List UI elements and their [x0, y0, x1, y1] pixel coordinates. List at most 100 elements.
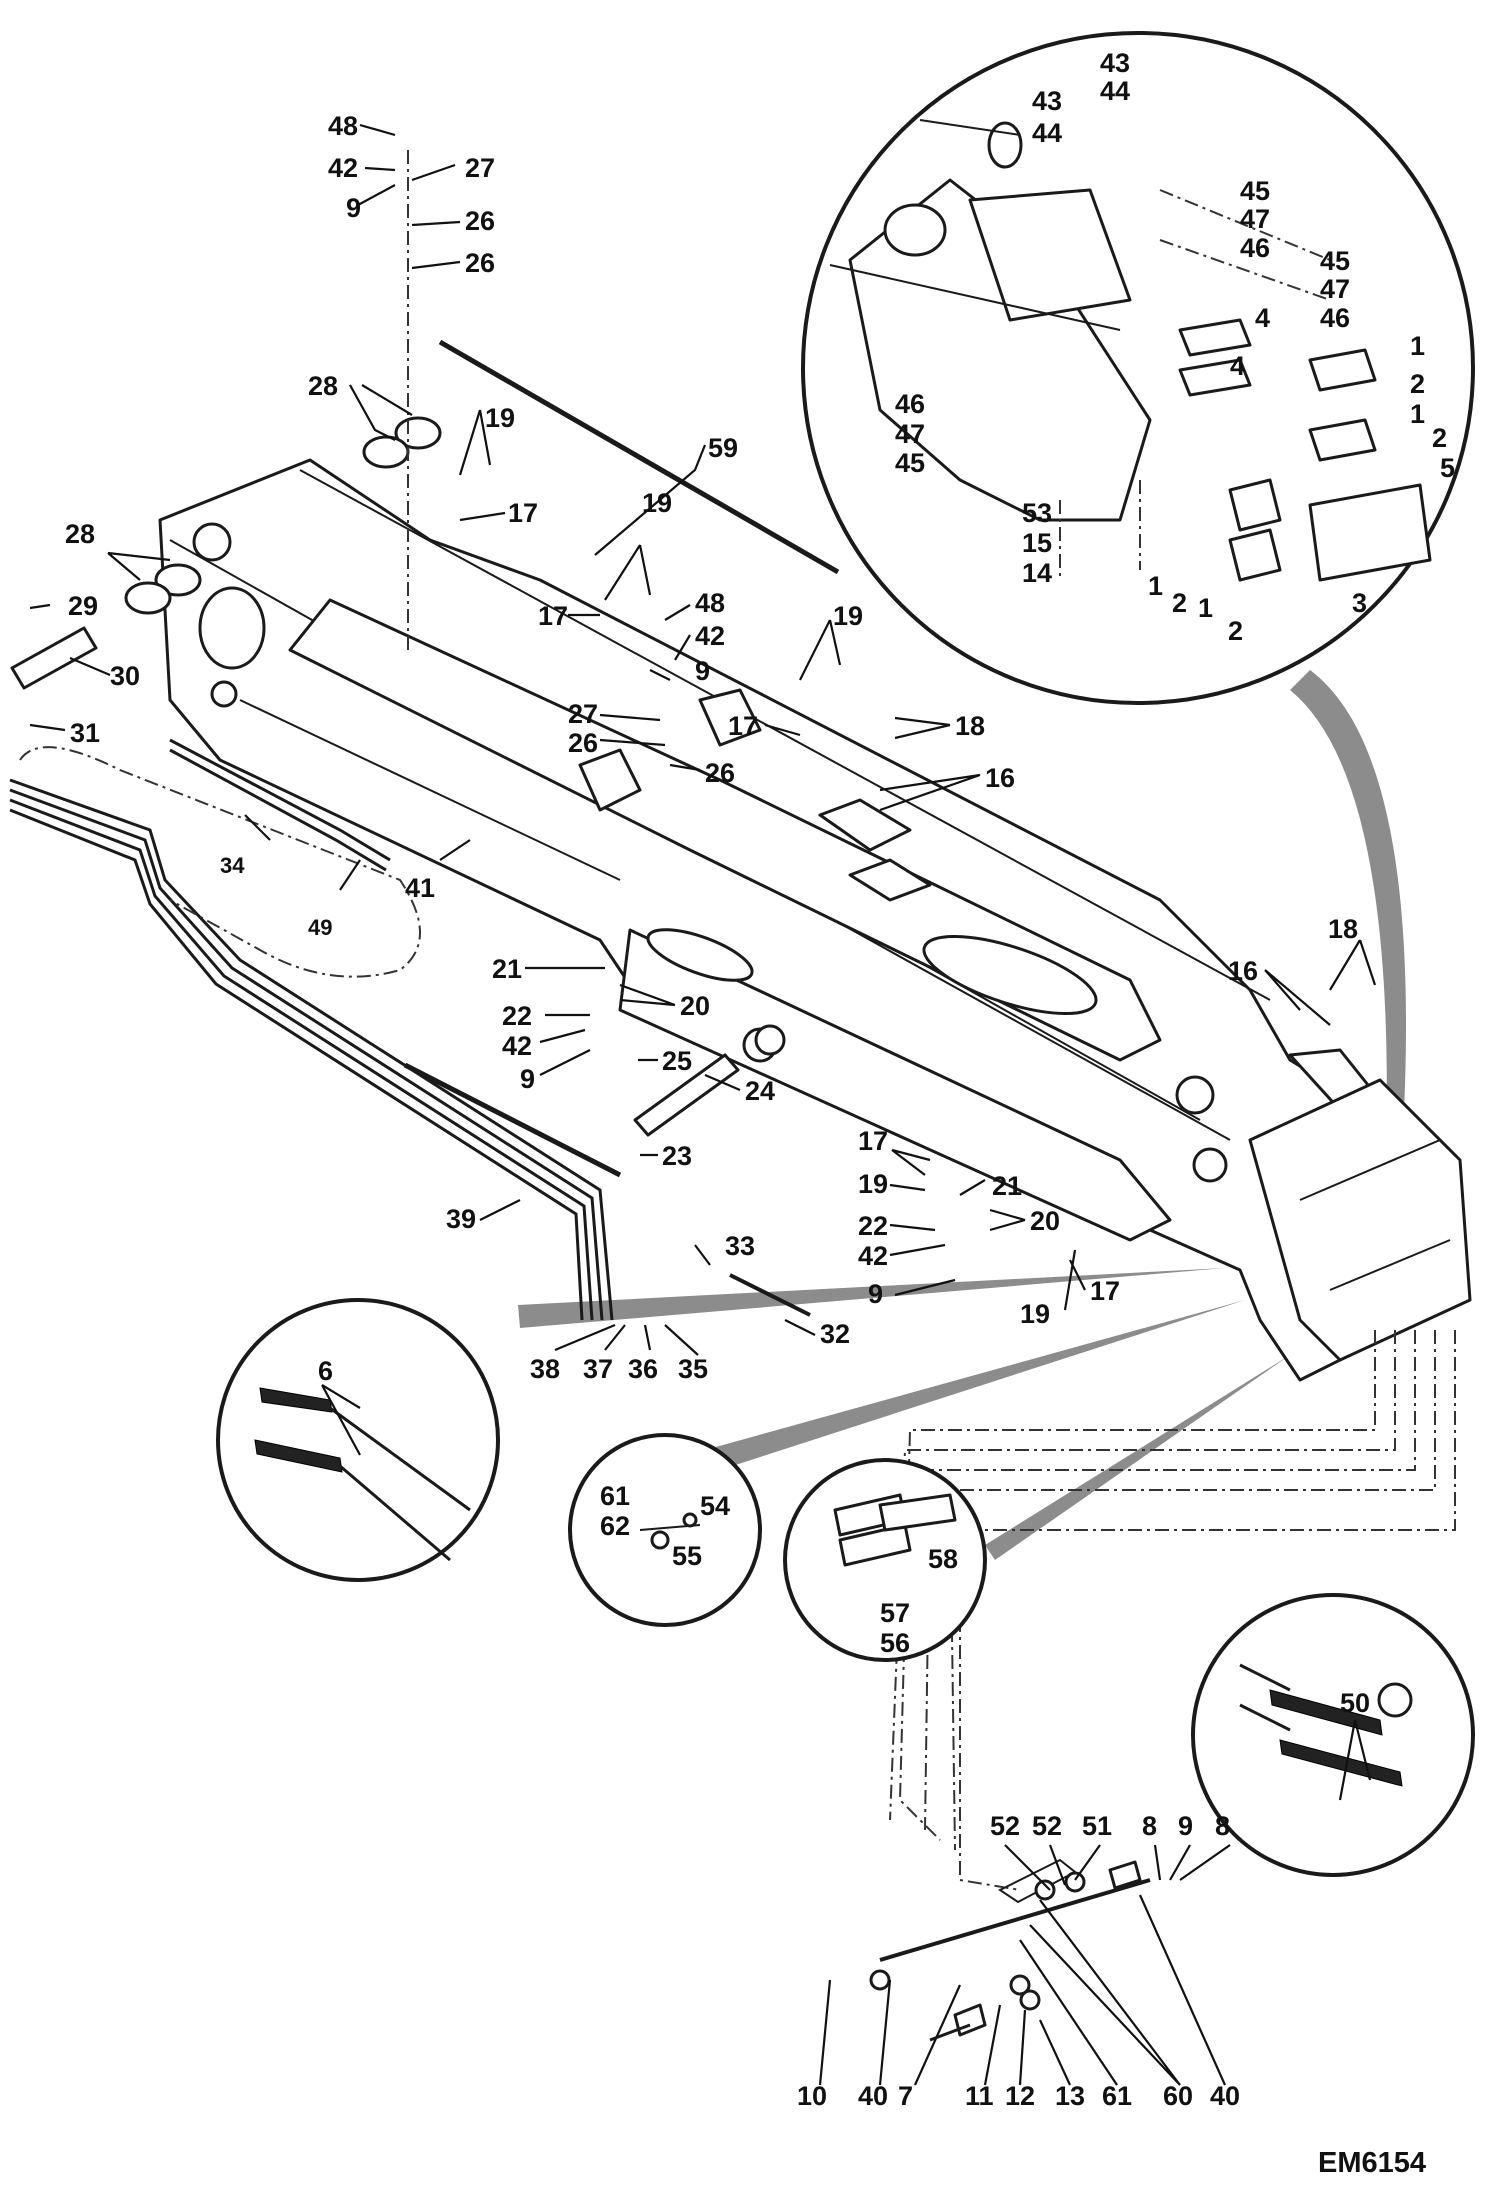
callout-label: 2 — [1432, 423, 1447, 453]
callout-label: 19 — [485, 403, 515, 433]
callout-label: 4 — [1230, 351, 1245, 381]
callout-label: 45 — [895, 448, 925, 478]
callout-label: 61 — [600, 1481, 630, 1511]
callout-label: 51 — [1082, 1811, 1112, 1841]
detail-connectors — [518, 670, 1406, 1560]
callout-label: 37 — [583, 1354, 613, 1384]
callout-label: 45 — [1240, 176, 1270, 206]
callout-label: 9 — [695, 656, 710, 686]
callout-label: 22 — [502, 1001, 532, 1031]
callouts-detail-lower: 6 61 54 62 55 58 57 56 50 — [318, 1356, 1370, 1718]
callout-label: 56 — [880, 1628, 910, 1658]
callout-label: 26 — [568, 728, 598, 758]
callout-label: 57 — [880, 1598, 910, 1628]
detail-circle-chains — [1191, 1593, 1475, 1877]
callout-label: 60 — [1163, 2081, 1193, 2111]
callout-label: 48 — [328, 111, 358, 141]
callout-label: 48 — [695, 588, 725, 618]
callout-label: 42 — [695, 621, 725, 651]
callout-label: 46 — [895, 389, 925, 419]
callout-label: 58 — [928, 1544, 958, 1574]
callout-label: 46 — [1320, 303, 1350, 333]
detail-circle-upper — [801, 31, 1475, 705]
callout-label: 33 — [725, 1231, 755, 1261]
callout-label: 26 — [705, 758, 735, 788]
callout-label: 18 — [955, 711, 985, 741]
detail-circle-hoses — [216, 1298, 500, 1582]
callout-label: 1 — [1410, 331, 1425, 361]
callout-label: 21 — [492, 954, 522, 984]
callout-label: 40 — [858, 2081, 888, 2111]
callout-label: 2 — [1410, 369, 1425, 399]
callout-label: 54 — [700, 1491, 730, 1521]
callout-label: 21 — [992, 1171, 1022, 1201]
callout-label: 26 — [465, 206, 495, 236]
callout-label: 1 — [1410, 399, 1425, 429]
leader-lines — [29, 123, 1377, 2086]
callout-label: 25 — [662, 1046, 692, 1076]
callout-label: 44 — [1100, 76, 1130, 106]
callout-label: 52 — [990, 1811, 1020, 1841]
callout-label: 28 — [65, 519, 95, 549]
callout-label: 2 — [1172, 588, 1187, 618]
callout-label: 13 — [1055, 2081, 1085, 2111]
callout-label: 17 — [538, 601, 568, 631]
callout-label: 46 — [1240, 233, 1270, 263]
callout-label: 16 — [1228, 956, 1258, 986]
callout-label: 17 — [858, 1126, 888, 1156]
callouts-top: 48 42 27 9 26 26 28 19 17 59 28 29 30 31… — [65, 111, 1015, 793]
callout-label: 16 — [985, 763, 1015, 793]
callouts-detail-upper: 43 44 43 44 45 47 46 45 47 46 4 4 1 2 1 … — [895, 48, 1455, 646]
callout-label: 15 — [1022, 528, 1052, 558]
callout-label: 20 — [1030, 1206, 1060, 1236]
callout-label: 35 — [678, 1354, 708, 1384]
callout-label: 29 — [68, 591, 98, 621]
callout-label: 24 — [745, 1076, 775, 1106]
callout-label: 11 — [965, 2081, 994, 2111]
callout-label: 8 — [1215, 1811, 1230, 1841]
callout-label: 31 — [70, 718, 100, 748]
callout-label: 42 — [858, 1241, 888, 1271]
callout-label: 9 — [1178, 1811, 1193, 1841]
figure-code: EM6154 — [1318, 2147, 1426, 2179]
callout-label: 41 — [405, 873, 435, 903]
callout-label: 61 — [1102, 2081, 1132, 2111]
callout-label: 27 — [465, 153, 495, 183]
callout-label: 34 — [220, 853, 245, 878]
callout-label: 18 — [1328, 914, 1358, 944]
callout-label: 36 — [628, 1354, 658, 1384]
callout-label: 9 — [868, 1279, 883, 1309]
callout-label: 53 — [1022, 498, 1052, 528]
callout-label: 23 — [662, 1141, 692, 1171]
boom-assembly — [10, 339, 1472, 1382]
callout-label: 1 — [1198, 593, 1213, 623]
callout-label: 8 — [1142, 1811, 1157, 1841]
callout-label: 47 — [1320, 274, 1350, 304]
callout-label: 45 — [1320, 246, 1350, 276]
callout-label: 42 — [502, 1031, 532, 1061]
callout-label: 9 — [346, 193, 361, 223]
callouts-valve: 52 52 51 8 9 8 10 40 7 11 12 13 61 60 40 — [797, 1811, 1240, 2111]
callout-label: 2 — [1228, 616, 1243, 646]
callout-label: 4 — [1255, 303, 1270, 333]
callout-label: 5 — [1440, 453, 1455, 483]
callout-label: 39 — [446, 1204, 476, 1234]
callout-label: 43 — [1032, 86, 1062, 116]
callout-label: 17 — [728, 711, 758, 741]
callout-label: 52 — [1032, 1811, 1062, 1841]
callout-label: 20 — [680, 991, 710, 1021]
callout-label: 49 — [308, 915, 332, 940]
callout-label: 30 — [110, 661, 140, 691]
callout-label: 47 — [1240, 204, 1270, 234]
callout-label: 59 — [708, 433, 738, 463]
callout-label: 17 — [508, 498, 538, 528]
callout-label: 40 — [1210, 2081, 1240, 2111]
callout-label: 6 — [318, 1356, 333, 1386]
callout-label: 12 — [1005, 2081, 1035, 2111]
callouts-middle: 34 49 41 21 20 22 42 9 25 24 23 18 16 17… — [220, 853, 1358, 1384]
callout-label: 10 — [797, 2081, 827, 2111]
valve-assembly — [869, 1858, 1151, 2042]
callout-label: 7 — [898, 2081, 913, 2111]
callout-label: 9 — [520, 1064, 535, 1094]
